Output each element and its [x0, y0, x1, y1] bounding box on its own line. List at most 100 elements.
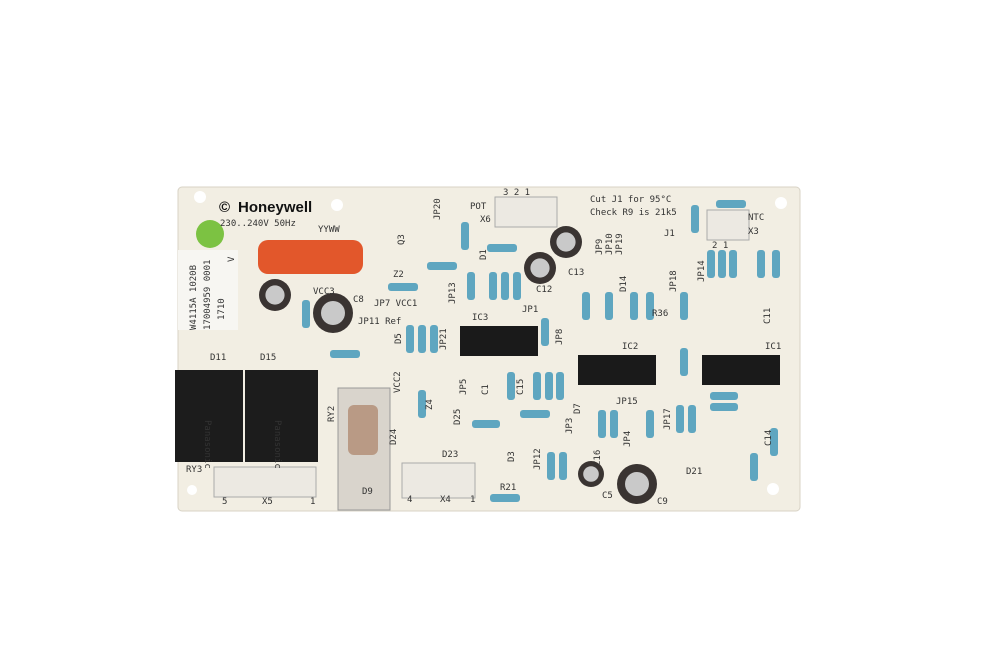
- resistor: [541, 318, 549, 346]
- label-c12: C12: [536, 285, 552, 295]
- label-x6: X6: [480, 215, 491, 225]
- label-cut-note: Cut J1 for 95°C: [590, 195, 671, 205]
- label-d7: D7: [573, 403, 583, 414]
- label-pot: POT: [470, 202, 487, 212]
- resistor: [418, 390, 426, 418]
- label-c9: C9: [657, 497, 668, 507]
- connector-x6: [494, 196, 558, 228]
- label-jp20: JP20: [433, 198, 443, 220]
- label-ry2: RY2: [327, 406, 337, 422]
- resistor: [646, 410, 654, 438]
- capacitor-top: [530, 258, 550, 278]
- label-x4-pin1: 1: [470, 495, 475, 505]
- resistor: [513, 272, 521, 300]
- label-x5-pin1: 1: [310, 497, 315, 507]
- connector-x5: [213, 466, 317, 498]
- label-jp4: JP4: [623, 431, 633, 447]
- label-pot-pins: 3 2 1: [503, 188, 530, 198]
- label-d15: D15: [260, 353, 276, 363]
- relay-brand: Panasonic: [272, 420, 282, 469]
- mount-hole: [767, 483, 779, 495]
- label-d1: D1: [479, 249, 489, 260]
- label-d25: D25: [453, 409, 463, 425]
- label-c1: C1: [481, 384, 491, 395]
- resistor: [710, 403, 738, 411]
- resistor: [688, 405, 696, 433]
- mount-hole: [194, 191, 206, 203]
- label-check-note: Check R9 is 21k5: [590, 208, 677, 218]
- label-r36: R36: [652, 309, 668, 319]
- relay-ry2: [245, 370, 318, 462]
- resistor: [707, 250, 715, 278]
- resistor: [490, 494, 520, 502]
- label-jp9: JP9: [595, 239, 605, 255]
- label-jp3: JP3: [565, 418, 575, 434]
- label-ry3: RY3: [186, 465, 202, 475]
- label-d3: D3: [507, 451, 517, 462]
- label-sticker: [178, 250, 238, 330]
- resistor: [533, 372, 541, 400]
- label-jp10: JP10: [605, 233, 615, 255]
- label-c5: C5: [602, 491, 613, 501]
- label-x4-pin4: 4: [407, 495, 412, 505]
- resistor: [676, 405, 684, 433]
- capacitor-top: [321, 301, 345, 325]
- resistor: [467, 272, 475, 300]
- resistor: [630, 292, 638, 320]
- resistor: [582, 292, 590, 320]
- label-jp7: JP7 VCC1: [374, 299, 417, 309]
- resistor: [605, 292, 613, 320]
- resistor: [691, 205, 699, 233]
- date-code: YYWW: [318, 225, 340, 235]
- resistor: [430, 325, 438, 353]
- label-jp18: JP18: [669, 270, 679, 292]
- label-c11: C11: [763, 308, 773, 324]
- resistor: [610, 410, 618, 438]
- mount-hole: [331, 199, 343, 211]
- label-c15: C15: [516, 379, 526, 395]
- resistor: [556, 372, 564, 400]
- brand-logo: Honeywell: [238, 199, 312, 216]
- label-ic1: IC1: [765, 342, 781, 352]
- resistor: [716, 200, 746, 208]
- resistor: [427, 262, 457, 270]
- relay-ry3: [175, 370, 243, 462]
- label-c8: C8: [353, 295, 364, 305]
- resistor: [520, 410, 550, 418]
- label-jp21: JP21: [439, 328, 449, 350]
- voltage-label: 230..240V 50Hz: [220, 219, 296, 229]
- label-vcc2: VCC2: [393, 371, 403, 393]
- resistor: [507, 372, 515, 400]
- resistor: [472, 420, 500, 428]
- connector-x3: [706, 209, 750, 241]
- label-c16: C16: [593, 450, 603, 466]
- resistor: [501, 272, 509, 300]
- resistor: [559, 452, 567, 480]
- resistor: [547, 452, 555, 480]
- switch-knob: [348, 405, 378, 455]
- label-z2: Z2: [393, 270, 404, 280]
- ic3-chip: [460, 326, 538, 356]
- label-jp8: JP8: [555, 329, 565, 345]
- resistor: [461, 222, 469, 250]
- label-d5: D5: [394, 333, 404, 344]
- label-ntc: NTC: [748, 213, 764, 223]
- resistor: [750, 453, 758, 481]
- label-ic2: IC2: [622, 342, 638, 352]
- sticker-side: V: [227, 256, 237, 262]
- resistor: [598, 410, 606, 438]
- label-jp15: JP15: [616, 397, 638, 407]
- label-r21: R21: [500, 483, 516, 493]
- resistor: [770, 428, 778, 456]
- relay-brand: Panasonic: [202, 420, 212, 469]
- label-jp1: JP1: [522, 305, 538, 315]
- capacitor-top: [556, 232, 576, 252]
- ic2-chip: [578, 355, 656, 385]
- label-x3-pins: 2 1: [712, 241, 728, 251]
- label-c13: C13: [568, 268, 584, 278]
- label-ic3: IC3: [472, 313, 488, 323]
- label-x4: X4: [440, 495, 451, 505]
- mount-hole: [187, 485, 197, 495]
- label-jp5: JP5: [459, 379, 469, 395]
- label-jp12: JP12: [533, 448, 543, 470]
